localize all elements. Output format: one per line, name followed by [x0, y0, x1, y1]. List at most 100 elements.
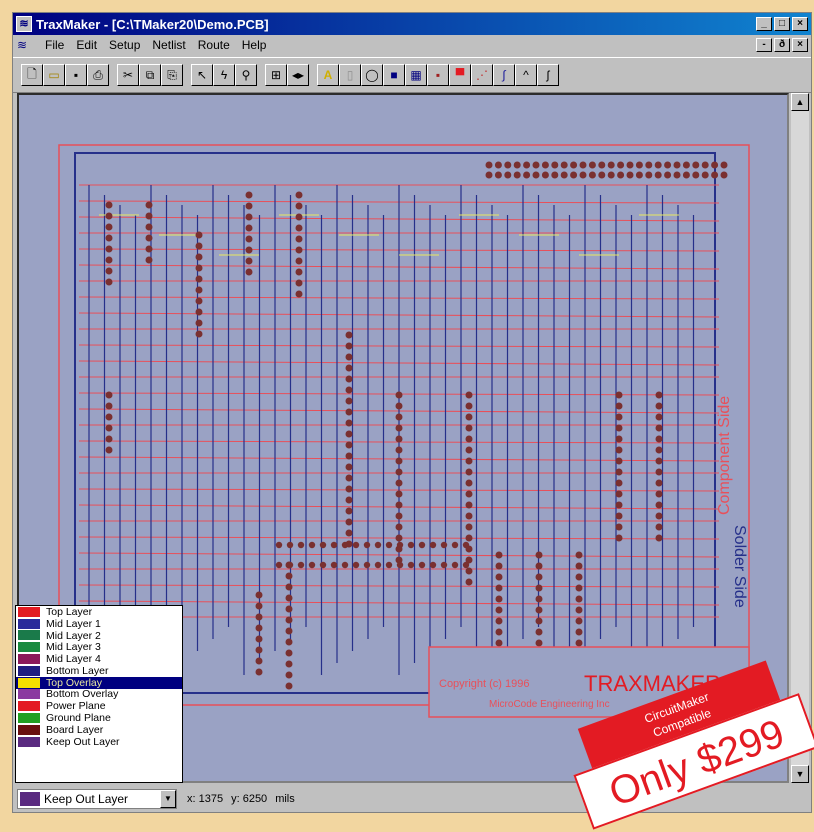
- component-pad: [465, 468, 473, 476]
- component-pad: [363, 541, 371, 549]
- toolbar: 🗋 ▭ ▪ ⎙ ✂ ⧉ ⎘ ↖ ϟ ⚲ ⊞ ◂▸ A ▯ ◯ ■ ▦ ▪ ▀ ⋰: [13, 57, 811, 93]
- component-pad: [285, 572, 293, 580]
- component-pad: [655, 512, 663, 520]
- cut-icon[interactable]: ✂: [117, 64, 139, 86]
- component-pad: [615, 413, 623, 421]
- component-pad: [255, 602, 263, 610]
- route-icon[interactable]: ϟ: [213, 64, 235, 86]
- component-pad: [275, 561, 283, 569]
- layer-item[interactable]: Board Layer: [16, 724, 182, 736]
- component-pad: [655, 490, 663, 498]
- layer-item[interactable]: Top Layer: [16, 606, 182, 618]
- menu-edit[interactable]: Edit: [76, 38, 98, 52]
- fill-icon[interactable]: ■: [383, 64, 405, 86]
- layer-item[interactable]: Mid Layer 4: [16, 653, 182, 665]
- component-pad: [655, 446, 663, 454]
- component-pad: [195, 308, 203, 316]
- open-icon[interactable]: ▭: [43, 64, 65, 86]
- component-pad: [395, 424, 403, 432]
- component-pad: [615, 490, 623, 498]
- layer-item[interactable]: Mid Layer 2: [16, 630, 182, 642]
- layer-item[interactable]: Bottom Layer: [16, 665, 182, 677]
- minimize-button[interactable]: _: [756, 17, 772, 31]
- flip-icon[interactable]: ◂▸: [287, 64, 309, 86]
- component-pad: [440, 541, 448, 549]
- current-layer-select[interactable]: Keep Out Layer ▼: [17, 788, 177, 809]
- layer-label: Keep Out Layer: [46, 735, 120, 748]
- component-pad: [245, 246, 253, 254]
- layer-item[interactable]: Power Plane: [16, 700, 182, 712]
- scroll-down-icon[interactable]: ▼: [791, 765, 809, 783]
- component-pad: [105, 278, 113, 286]
- header-pad: [664, 161, 672, 169]
- component-pad: [105, 424, 113, 432]
- component-pad: [395, 402, 403, 410]
- vertical-scrollbar[interactable]: ▲ ▼: [791, 93, 809, 783]
- arc-icon[interactable]: ⋰: [471, 64, 493, 86]
- angle-icon[interactable]: ^: [515, 64, 537, 86]
- layer-swatch: [18, 654, 40, 665]
- layer-item[interactable]: Ground Plane: [16, 712, 182, 724]
- circle-icon[interactable]: ◯: [361, 64, 383, 86]
- menu-help[interactable]: Help: [241, 38, 267, 52]
- paste-icon[interactable]: ⎘: [161, 64, 183, 86]
- layer-item[interactable]: Mid Layer 3: [16, 641, 182, 653]
- layer-item[interactable]: Top Overlay: [16, 677, 182, 689]
- maximize-button[interactable]: □: [774, 17, 790, 31]
- chevron-down-icon[interactable]: ▼: [160, 789, 176, 808]
- doc-restore-button[interactable]: ð: [774, 38, 790, 52]
- print-icon[interactable]: ⎙: [87, 64, 109, 86]
- layer-label: Bottom Layer: [46, 664, 109, 677]
- component-pad: [255, 613, 263, 621]
- new-icon[interactable]: 🗋: [21, 64, 43, 86]
- grid-icon[interactable]: ▦: [405, 64, 427, 86]
- text-icon[interactable]: A: [317, 64, 339, 86]
- header-pad: [513, 171, 521, 179]
- component-pad: [285, 638, 293, 646]
- component-pad: [465, 567, 473, 575]
- pcb-board-svg[interactable]: Copyright (c) 1996 TRAXMAKER MicroCode E…: [19, 95, 789, 783]
- layer-item[interactable]: Bottom Overlay: [16, 688, 182, 700]
- doc-icon[interactable]: ≋: [17, 38, 28, 52]
- component-pad: [395, 534, 403, 542]
- header-pad: [720, 161, 728, 169]
- copy-icon[interactable]: ⧉: [139, 64, 161, 86]
- scroll-up-icon[interactable]: ▲: [791, 93, 809, 111]
- via-icon[interactable]: ▀: [449, 64, 471, 86]
- x-coordinate: x: 1375: [187, 792, 224, 805]
- close-button[interactable]: ×: [792, 17, 808, 31]
- component-pad: [655, 424, 663, 432]
- wave-icon[interactable]: ʃ: [537, 64, 559, 86]
- component-pad: [285, 594, 293, 602]
- header-pad: [711, 161, 719, 169]
- component-pad: [615, 523, 623, 531]
- menu-route[interactable]: Route: [197, 38, 230, 52]
- component-pad: [429, 561, 437, 569]
- title-bar[interactable]: ≋ TraxMaker - [C:\TMaker20\Demo.PCB] _ □…: [13, 13, 811, 35]
- menu-setup[interactable]: Setup: [109, 38, 141, 52]
- doc-minimize-button[interactable]: -: [756, 38, 772, 52]
- component-pad: [465, 501, 473, 509]
- layer-item[interactable]: Mid Layer 1: [16, 618, 182, 630]
- layer-swatch: [18, 642, 40, 653]
- component-pad: [440, 561, 448, 569]
- doc-close-button[interactable]: ×: [792, 38, 808, 52]
- menu-file[interactable]: File: [45, 38, 65, 52]
- app-icon[interactable]: ≋: [16, 16, 32, 32]
- save-icon[interactable]: ▪: [65, 64, 87, 86]
- trace-icon[interactable]: ∫: [493, 64, 515, 86]
- component-pad: [286, 561, 294, 569]
- select-icon[interactable]: ↖: [191, 64, 213, 86]
- solder-side-text: Solder Side: [731, 525, 748, 608]
- zoom-icon[interactable]: ⚲: [235, 64, 257, 86]
- component-icon[interactable]: ⊞: [265, 64, 287, 86]
- pad-icon[interactable]: ▪: [427, 64, 449, 86]
- layer-label: Mid Layer 4: [46, 653, 101, 666]
- header-pad: [654, 161, 662, 169]
- component-pad: [145, 234, 153, 242]
- menu-netlist[interactable]: Netlist: [152, 38, 186, 52]
- rect-icon[interactable]: ▯: [339, 64, 361, 86]
- layer-item[interactable]: Keep Out Layer: [16, 736, 182, 748]
- component-pad: [245, 257, 253, 265]
